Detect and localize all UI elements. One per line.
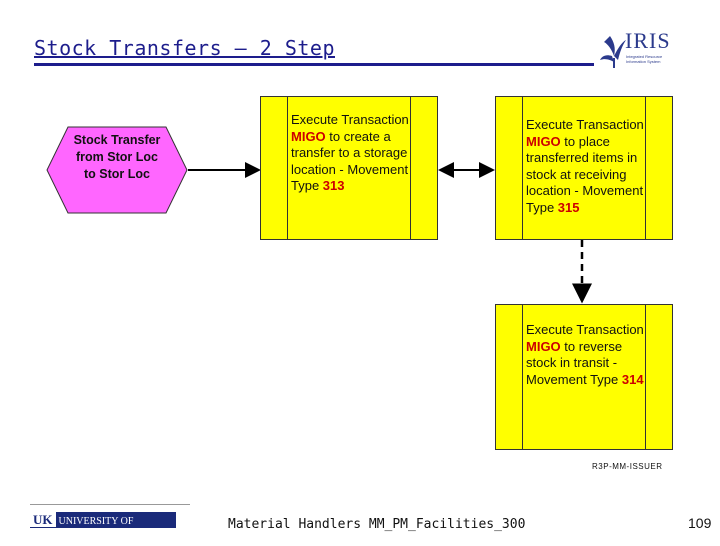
step-text-313: Execute Transaction MIGO to create a tra… (291, 112, 409, 193)
step-box-315 (495, 96, 673, 240)
step-text-314: Execute Transaction MIGO to reverse stoc… (526, 322, 644, 387)
footer-course-text: Material Handlers MM_PM_Facilities_300 (228, 517, 526, 532)
title-underline (34, 63, 594, 66)
start-event-hexagon (46, 126, 188, 214)
logo-tagline: Integrated Resource Information System (626, 54, 663, 64)
iris-logo-icon (600, 36, 626, 68)
process-reference-code: R3P-MM-ISSUER (592, 462, 663, 471)
footer-divider (30, 504, 190, 505)
uk-mark: UK (30, 512, 56, 527)
step-box-313 (260, 96, 438, 240)
tcode-label: MIGO (526, 338, 561, 354)
logo-wordmark: IRIS (625, 28, 671, 53)
slide-title: Stock Transfers – 2 Step (34, 36, 335, 60)
step-box-314 (495, 304, 673, 450)
start-event-label: Stock Transfer from Stor Loc to Stor Loc (73, 133, 161, 181)
movement-type: 314 (621, 371, 644, 387)
page-number: 109 (688, 515, 712, 531)
step-text-315: Execute Transaction MIGO to place transf… (526, 117, 644, 215)
movement-type: 315 (557, 199, 580, 215)
tcode-label: MIGO (526, 133, 561, 149)
tcode-label: MIGO (291, 128, 326, 144)
movement-type: 313 (322, 178, 345, 193)
university-name: UNIVERSITY OF KENTUCKY (30, 516, 134, 543)
